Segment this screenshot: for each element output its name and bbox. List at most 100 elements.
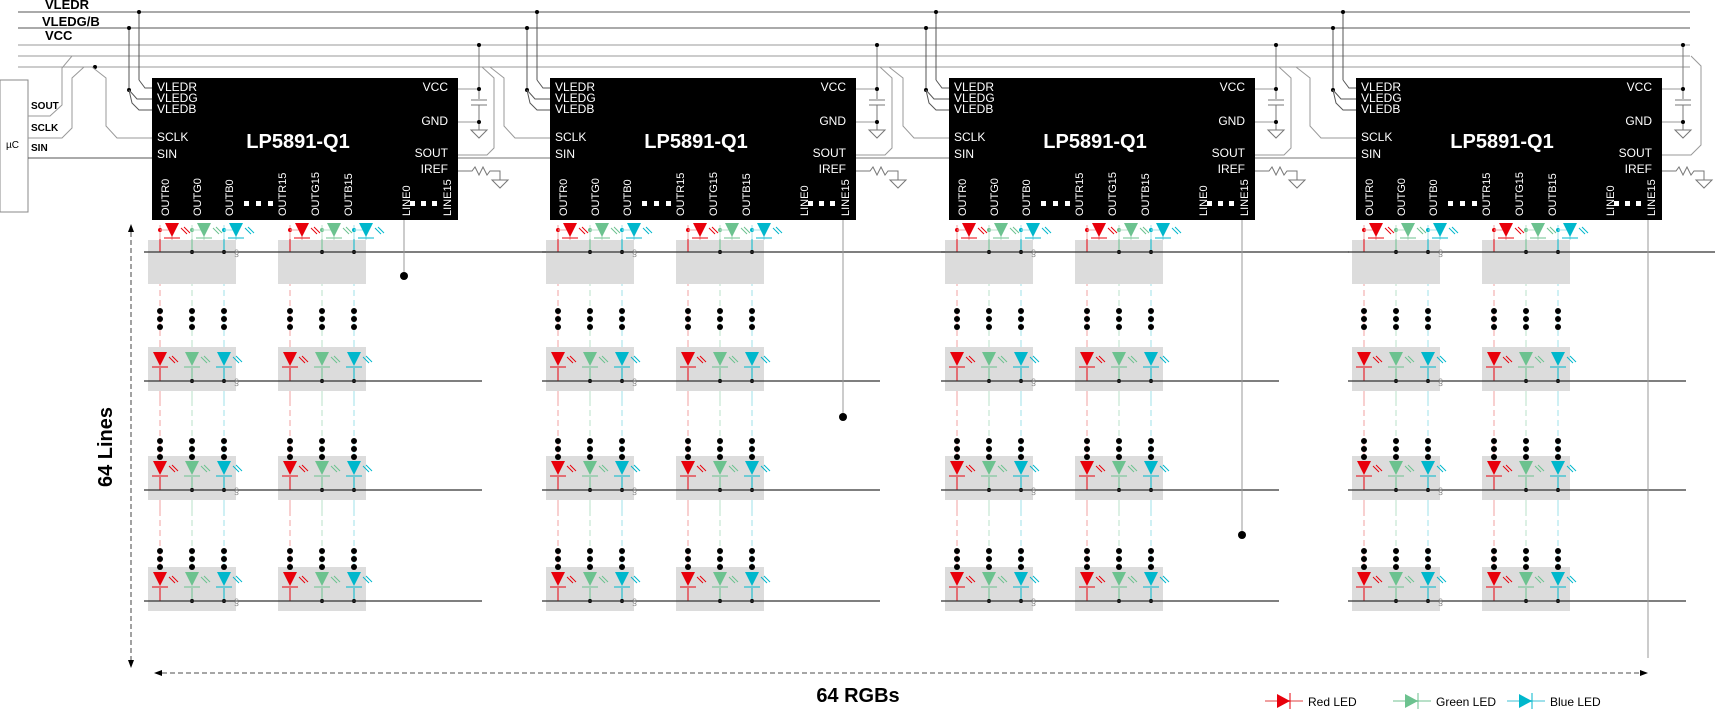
pin-ellipsis-dot — [819, 201, 824, 206]
blue-led-icon — [615, 461, 629, 475]
emission-arrow — [610, 227, 618, 235]
emission-arrow — [1127, 465, 1135, 473]
blue-led-icon — [615, 352, 629, 366]
junction-dot — [477, 87, 481, 91]
chip-pin-label: SIN — [954, 147, 974, 161]
ellipsis-dot — [986, 316, 992, 322]
emission-arrow — [977, 227, 985, 235]
mcu-label: µC — [6, 140, 19, 151]
emission-arrow — [1032, 355, 1040, 363]
ellipsis-dot — [954, 548, 960, 554]
ellipsis-dot — [749, 564, 755, 570]
ground-icon — [490, 179, 510, 189]
junction-dot — [934, 10, 938, 14]
emission-arrow — [1569, 464, 1577, 472]
rgb-pixel — [676, 456, 771, 500]
emission-arrow — [731, 355, 739, 363]
ellipsis-dot — [1148, 446, 1154, 452]
chip-output-pin-label: LINE0 — [401, 185, 413, 216]
emission-arrow — [1436, 465, 1444, 473]
emission-arrow — [1439, 575, 1447, 583]
rgb-pixel — [546, 456, 641, 500]
ellipsis-dot — [221, 556, 227, 562]
ellipsis-dot — [954, 308, 960, 314]
ellipsis-dot — [1116, 564, 1122, 570]
ellipsis-dot — [1425, 438, 1431, 444]
ellipsis-dot — [555, 454, 561, 460]
emission-arrow — [1407, 575, 1415, 583]
wire — [28, 55, 1690, 117]
ellipsis-dot — [351, 438, 357, 444]
ellipsis-dot — [1018, 454, 1024, 460]
ellipsis-dot — [1555, 308, 1561, 314]
break-mark: § — [1438, 377, 1443, 387]
blue-led-icon — [1551, 572, 1565, 586]
emission-arrow — [598, 576, 606, 584]
emission-arrow — [1451, 226, 1459, 234]
emission-arrow — [598, 356, 606, 364]
ellipsis-dot — [1361, 548, 1367, 554]
emission-arrow — [1095, 465, 1103, 473]
ellipsis-dot — [189, 308, 195, 314]
red-led-icon — [283, 461, 297, 475]
legend-item: Blue LED — [1507, 693, 1601, 709]
red-led-icon — [1080, 461, 1094, 475]
ellipsis-dot — [555, 316, 561, 322]
ellipsis-dot — [189, 454, 195, 460]
emission-arrow — [633, 464, 641, 472]
chip-pin-label: VLEDB — [555, 102, 594, 116]
emission-arrow — [775, 226, 783, 234]
ellipsis-dot — [685, 308, 691, 314]
chip-pin-label: GND — [1625, 114, 1652, 128]
capacitor-gap — [869, 99, 885, 105]
resistor-icon — [1662, 165, 1705, 180]
ellipsis-dot — [619, 316, 625, 322]
driver-chip: LP5891-Q1VLEDRVLEDGVLEDBSCLKSINVCCGNDSOU… — [458, 10, 908, 220]
ellipsis-dot — [587, 446, 593, 452]
ellipsis-dot — [619, 548, 625, 554]
emission-arrow — [215, 226, 223, 234]
ellipsis-dot — [986, 548, 992, 554]
ellipsis-dot — [1491, 454, 1497, 460]
ground-icon — [1694, 179, 1714, 189]
emission-arrow — [696, 576, 704, 584]
ellipsis-dot — [986, 324, 992, 330]
break-mark: § — [1438, 597, 1443, 607]
pin-ellipsis-dot — [1229, 201, 1234, 206]
emission-arrow — [1032, 575, 1040, 583]
ellipsis-dot — [717, 454, 723, 460]
blue-led-icon — [1014, 461, 1028, 475]
emission-arrow — [330, 465, 338, 473]
emission-arrow — [1537, 464, 1545, 472]
ellipsis-dot — [1523, 324, 1529, 330]
chip-pin-label: SIN — [1361, 147, 1381, 161]
emission-arrow — [731, 575, 739, 583]
ellipsis-dot — [1555, 454, 1561, 460]
emission-arrow — [1534, 356, 1542, 364]
arrow-head — [128, 660, 134, 668]
emission-arrow — [1439, 464, 1447, 472]
ellipsis-dot — [685, 556, 691, 562]
junction-dot — [875, 43, 879, 47]
chip-pin-label: VLEDR — [954, 80, 994, 94]
chip-pin-label: SOUT — [1619, 146, 1653, 160]
ground-icon — [1673, 129, 1693, 139]
ellipsis-dot — [189, 316, 195, 322]
green-led-icon — [583, 461, 597, 475]
emission-arrow — [711, 226, 719, 234]
emission-arrow — [1566, 576, 1574, 584]
blue-led-icon — [347, 461, 361, 475]
emission-arrow — [601, 355, 609, 363]
emission-arrow — [342, 227, 350, 235]
emission-arrow — [310, 227, 318, 235]
capacitor-gap — [471, 99, 487, 105]
ellipsis-dot — [587, 564, 593, 570]
ellipsis-dot — [319, 438, 325, 444]
emission-arrow — [1162, 575, 1170, 583]
emission-arrow — [1012, 226, 1020, 234]
chip-output-pin-label: LINE15 — [1239, 179, 1251, 216]
emission-arrow — [180, 227, 188, 235]
junction-dot — [137, 10, 141, 14]
emission-arrow — [1416, 227, 1424, 235]
